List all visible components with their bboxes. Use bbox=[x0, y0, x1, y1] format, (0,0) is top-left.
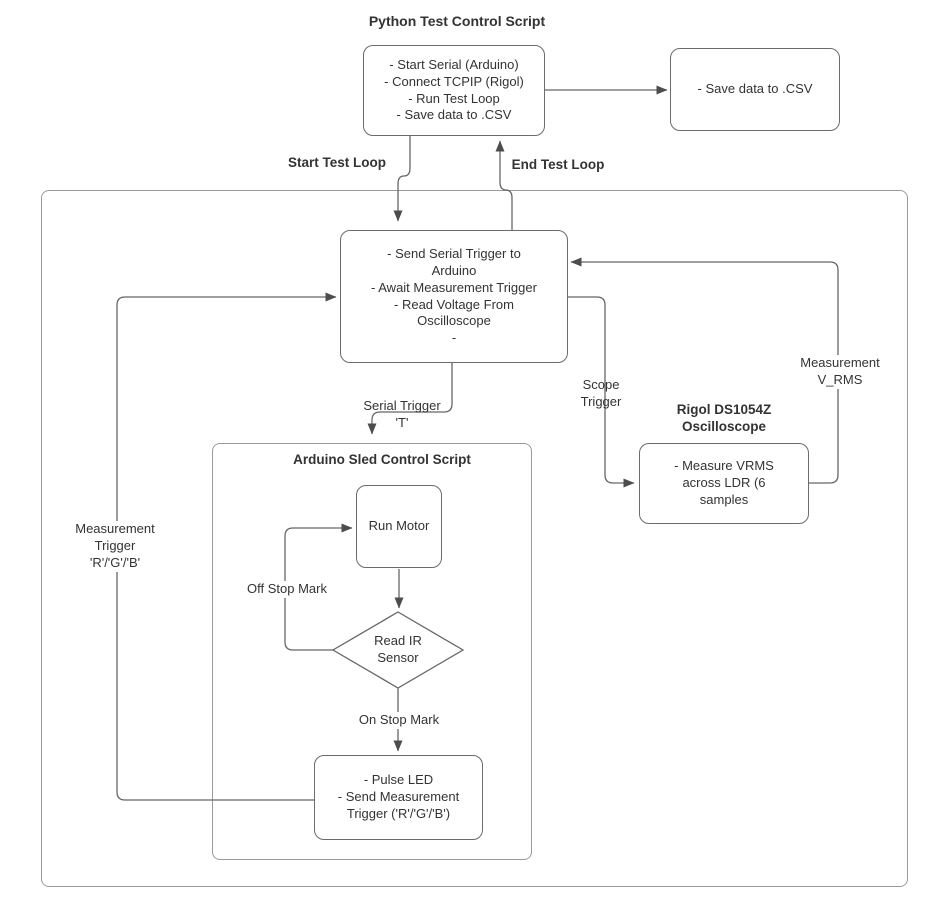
start-test-loop-label: Start Test Loop bbox=[287, 155, 386, 170]
pulse-led-node: - Pulse LED - Send Measurement Trigger (… bbox=[314, 755, 483, 840]
edge-start-test-loop bbox=[393, 136, 411, 222]
read-ir-sensor-label: Read IR Sensor bbox=[374, 633, 422, 665]
rigol-oscilloscope-title: Rigol DS1054Z Oscilloscope bbox=[676, 402, 772, 434]
off-stop-mark-label: Off Stop Mark bbox=[237, 581, 337, 598]
measurement-vrms-label: Measurement V_RMS bbox=[785, 355, 895, 389]
scope-trigger-label: Scope Trigger bbox=[580, 377, 622, 409]
python-steps-node: - Start Serial (Arduino) - Connect TCPIP… bbox=[363, 45, 545, 136]
test-loop-container bbox=[41, 190, 908, 887]
python-script-title: Python Test Control Script bbox=[368, 13, 546, 29]
edge-scope-trigger bbox=[568, 296, 635, 488]
edge-serial-trigger bbox=[367, 363, 453, 435]
edge-end-test-loop bbox=[495, 140, 513, 230]
measurement-trigger-label: Measurement Trigger 'R'/'G'/'B' bbox=[63, 521, 167, 572]
save-csv-node: - Save data to .CSV bbox=[670, 48, 840, 131]
arduino-sled-container bbox=[212, 443, 532, 860]
on-stop-mark-label: On Stop Mark bbox=[350, 712, 448, 729]
end-test-loop-label: End Test Loop bbox=[511, 157, 605, 172]
arduino-script-title: Arduino Sled Control Script bbox=[293, 452, 471, 467]
send-serial-trigger-node: - Send Serial Trigger to Arduino - Await… bbox=[340, 230, 568, 363]
read-ir-sensor-diamond bbox=[331, 611, 465, 689]
serial-trigger-label: Serial Trigger 'T' bbox=[363, 398, 441, 430]
run-motor-node: Run Motor bbox=[356, 485, 442, 568]
measure-vrms-node: - Measure VRMS across LDR (6 samples bbox=[639, 443, 809, 524]
